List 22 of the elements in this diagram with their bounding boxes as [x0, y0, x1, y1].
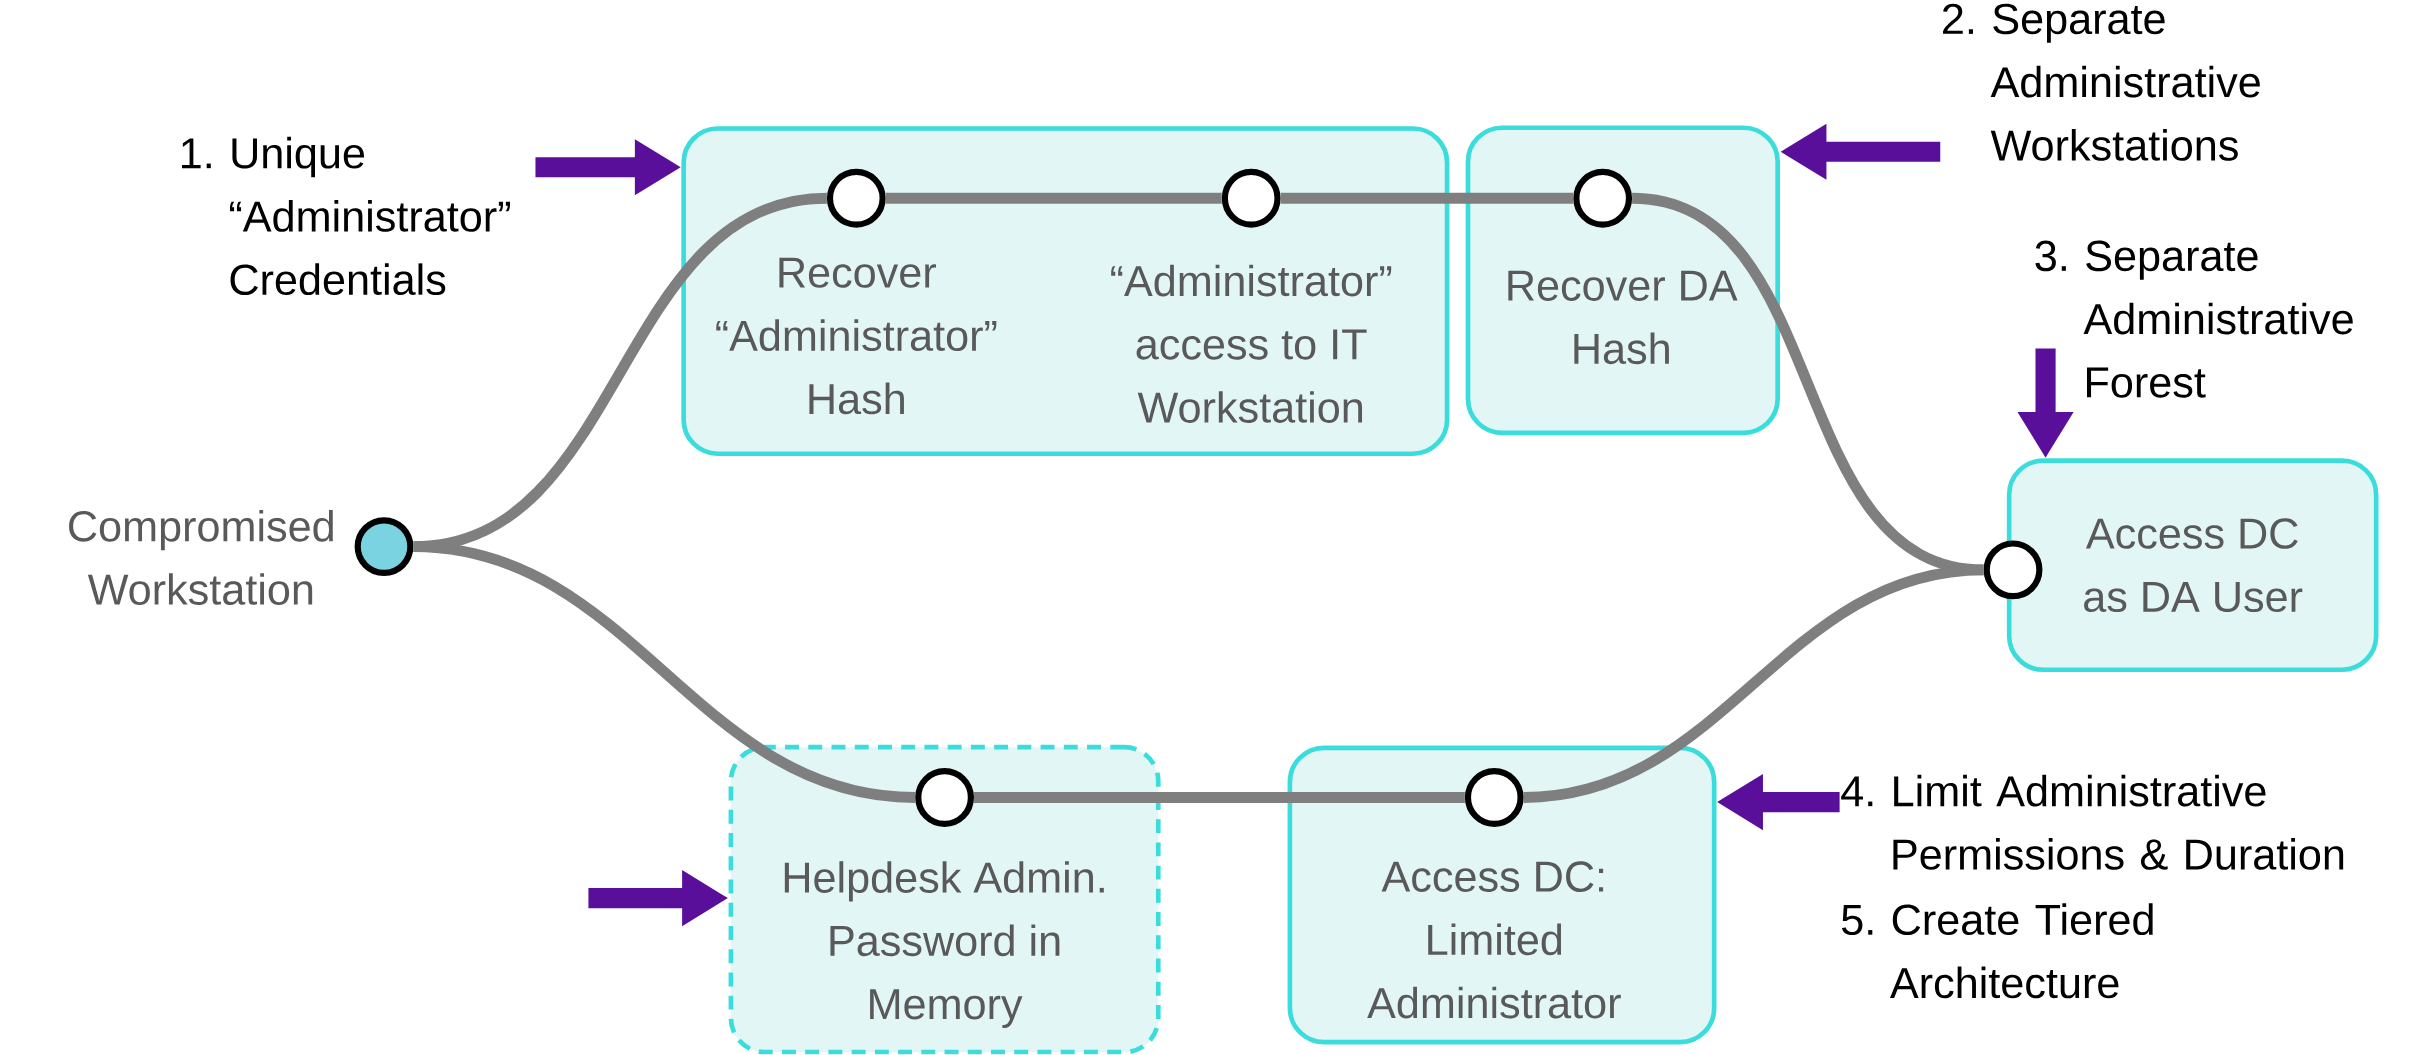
- path-line: [974, 792, 1465, 804]
- countermeasure-label: 3. Separate Administrative Forest: [2035, 240, 2353, 398]
- step-box: Access DC as DA User: [2006, 458, 2379, 673]
- countermeasure-label: 2. Separate Administrative Workstations: [1943, 3, 2260, 162]
- path-point: [1983, 540, 2043, 600]
- step-box: [1465, 125, 1780, 436]
- step-label: Recover DA Hash: [1508, 271, 1738, 365]
- path-line: [1280, 193, 1574, 204]
- countermeasure-label: 4. Limit Administrative Permissions & Duration: [1841, 775, 2344, 871]
- path-line: [1523, 564, 1985, 804]
- countermeasure-label: 1. Unique “Administrator” Credentials: [182, 137, 510, 296]
- path-line: [885, 193, 1222, 204]
- step-box: [1287, 745, 1717, 1045]
- step-label: Recover “Administrator” Hash: [716, 257, 997, 415]
- step-label: Access DC: Limited Administrator: [1367, 861, 1621, 1019]
- step-box: [681, 126, 1450, 457]
- path-line: [412, 541, 916, 804]
- step-label: Helpdesk Admin. Password in Memory: [784, 861, 1104, 1029]
- countermeasure-label: 5. Create Tiered Architecture: [1841, 903, 2153, 999]
- step-label: Compromised Workstation: [69, 510, 333, 606]
- step-box: [728, 745, 1161, 1055]
- step-label: “Administrator” access to IT Workstation: [1111, 264, 1392, 424]
